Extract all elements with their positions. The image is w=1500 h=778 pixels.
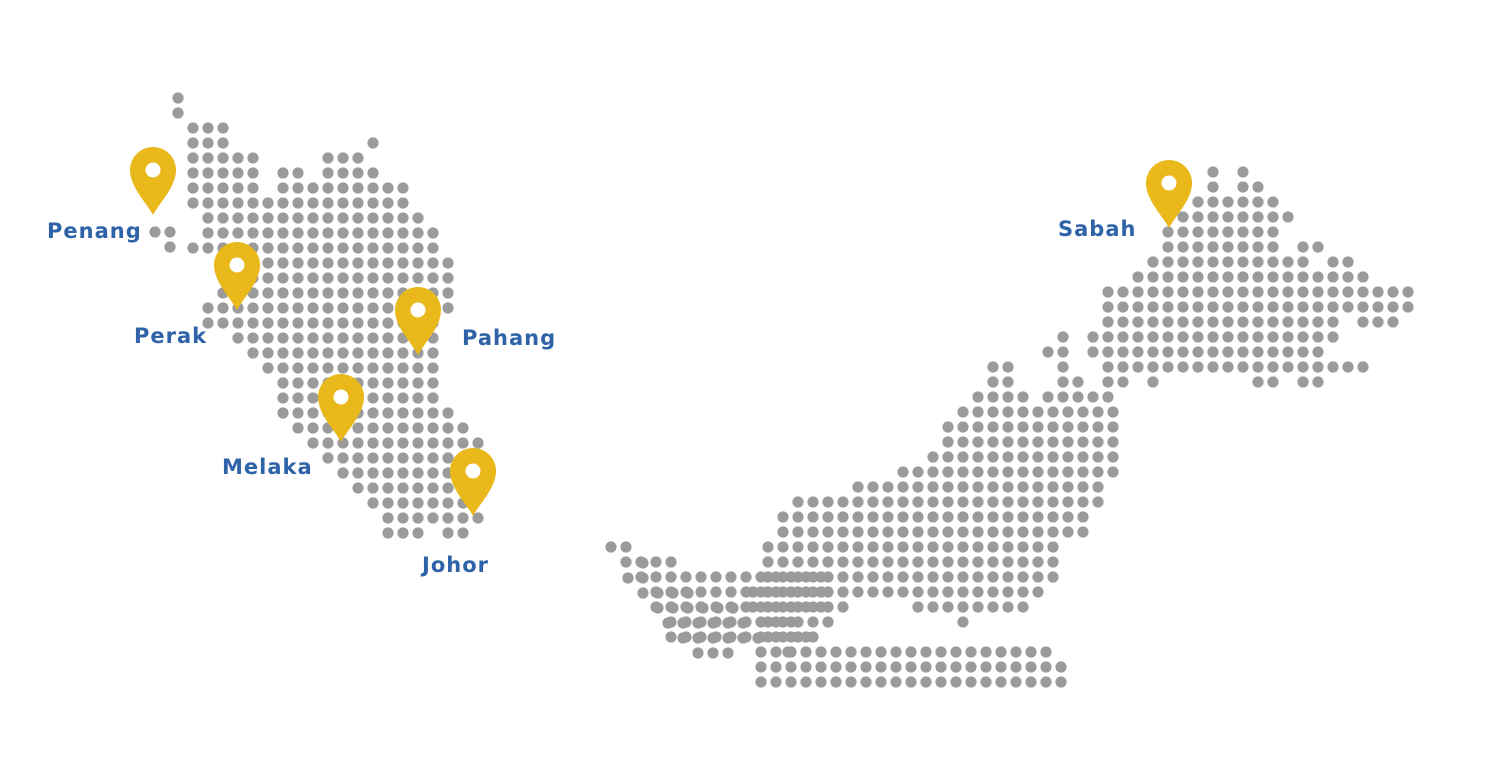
penang-pin-icon[interactable] — [130, 147, 176, 215]
perak-pin-icon[interactable] — [214, 242, 260, 310]
borneo-malaysia-landmass — [605, 166, 1414, 688]
pahang-pin-icon[interactable] — [395, 287, 441, 355]
johor-pin-icon[interactable] — [450, 448, 496, 516]
melaka-pin-icon[interactable] — [318, 374, 364, 442]
johor-label: Johor — [422, 553, 489, 577]
melaka-label: Melaka — [222, 455, 313, 479]
perak-label: Perak — [134, 324, 208, 348]
penang-label: Penang — [47, 219, 142, 243]
pahang-label: Pahang — [462, 326, 557, 350]
location-pins — [130, 147, 1192, 516]
sabah-label: Sabah — [1058, 217, 1137, 241]
sabah-pin-icon[interactable] — [1146, 160, 1192, 228]
